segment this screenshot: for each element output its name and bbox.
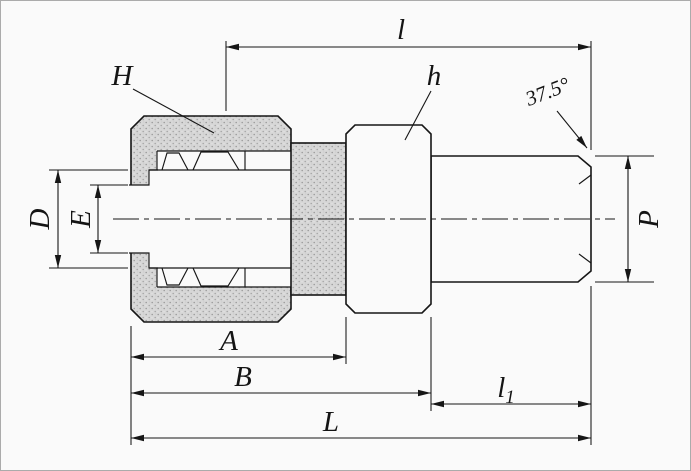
dim-D: D [24,169,128,269]
label-angle: 37.5° [521,72,588,149]
front-ferrule-bottom [192,267,240,287]
back-ferrule-bottom [161,267,189,286]
dim-E: E [65,184,128,254]
nut-bore-cutout [129,170,158,268]
nut-bore-step-top [129,169,158,186]
dim-l1: l1 [431,372,591,408]
body-hex [345,124,432,314]
dim-label-H: H [111,60,135,92]
nut-internal-detail [129,150,291,288]
dim-P: P [595,155,665,283]
front-ferrule-top [192,151,240,171]
label-h: h [404,60,442,141]
dim-label-L: L [322,406,339,438]
dim-label-h: h [427,60,442,92]
dim-label-l1: l1 [497,372,515,408]
fitting-body [113,115,615,323]
dim-label-l: l [397,14,405,46]
dim-l: l [225,14,592,150]
countersink-bottom [578,253,592,264]
dim-label-angle: 37.5° [521,72,573,111]
dim-label-D: D [24,208,56,230]
dim-label-E: E [65,210,97,229]
dim-label-A: A [218,325,238,357]
angle-leader-arrow [556,110,588,149]
leader-line [132,88,215,134]
dim-label-P: P [633,210,665,229]
leader-line [404,90,432,141]
l1-subscript: 1 [505,387,515,408]
back-ferrule-top [161,152,189,171]
dim-L: L [131,406,591,442]
l1-base: l [497,372,505,404]
dim-A: A [131,325,346,361]
countersink-top [578,174,592,185]
male-end-countersink [578,174,592,264]
label-H: H [111,60,215,134]
dim-label-B: B [234,361,252,393]
dim-B: B [131,361,431,397]
nut-bore-step-bottom [129,252,158,269]
